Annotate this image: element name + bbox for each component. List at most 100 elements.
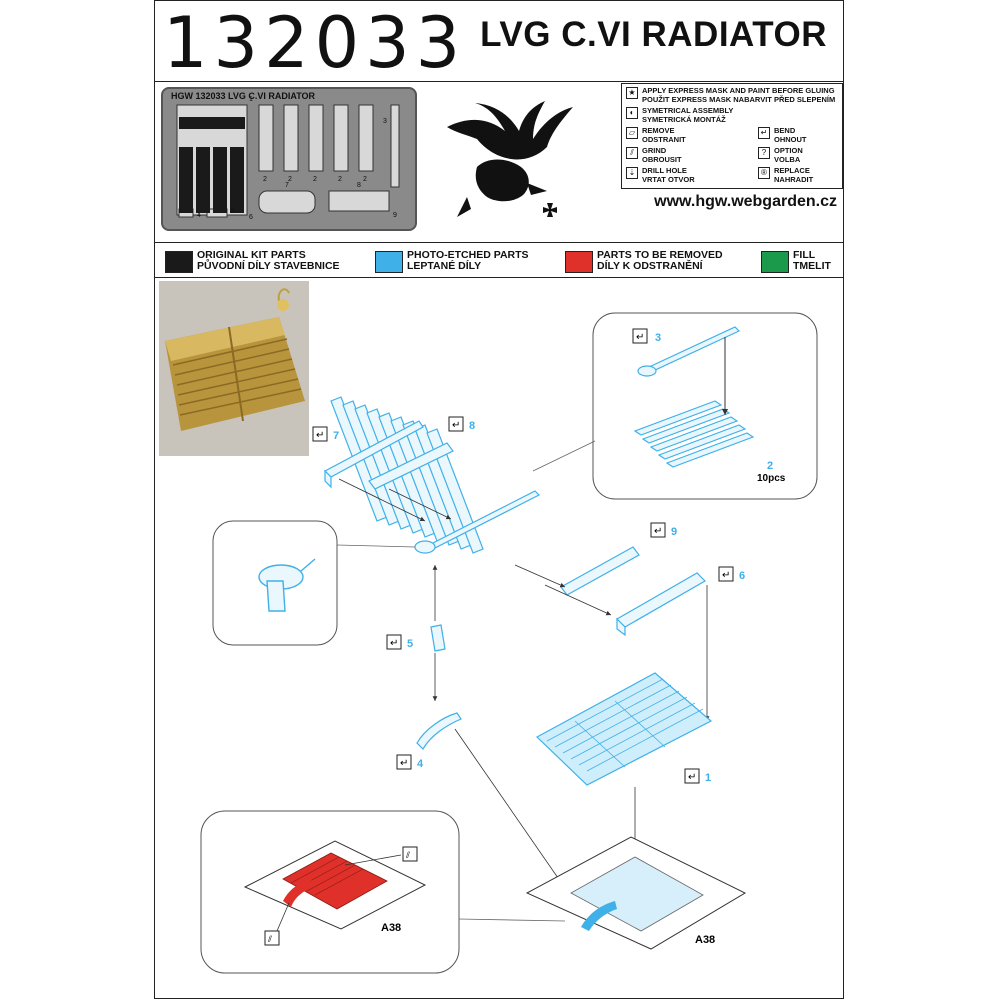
fret-num-4: 4 — [197, 212, 201, 219]
replace-icon: ® — [758, 167, 770, 179]
fret-drawing: 2 2 2 2 2 3 4 5 6 7 8 9 1 — [176, 96, 400, 221]
svg-text:↵: ↵ — [636, 332, 644, 343]
instruction-sheet: 132033 LVG C.VI RADIATOR HGW 132033 LVG … — [154, 0, 844, 999]
svg-text:7: 7 — [333, 430, 339, 442]
svg-text:1: 1 — [705, 772, 711, 784]
grind-icon: ⫽ — [626, 147, 638, 159]
label-a38-left: A38 — [381, 922, 401, 934]
fret-part-2b — [283, 104, 299, 172]
fret-num-5: 5 — [231, 208, 235, 215]
svg-text:3: 3 — [655, 332, 661, 344]
drill-icon: ⇣ — [626, 167, 638, 179]
fret-part-2e — [358, 104, 374, 172]
callout-6: ↵ 6 — [718, 566, 745, 582]
fret-num-8: 8 — [357, 182, 361, 189]
fret-num-6: 6 — [249, 214, 253, 221]
swatch-original — [165, 251, 193, 273]
photo-etch-fret: HGW 132033 LVG C.VI RADIATOR — [161, 87, 417, 231]
fret-num-2b: 2 — [288, 176, 292, 183]
product-code: 132033 — [163, 2, 467, 84]
callout-1: ↵ 1 — [684, 768, 711, 784]
kit-part-a38-right — [525, 836, 747, 950]
star-icon: ★ — [626, 87, 638, 99]
fret-num-3: 3 — [383, 118, 387, 125]
product-title: LVG C.VI RADIATOR — [480, 15, 827, 54]
svg-text:⫽: ⫽ — [405, 850, 410, 860]
symmetry-icon: ◐ — [626, 107, 638, 119]
fret-num-2e: 2 — [363, 176, 367, 183]
fret-part-2a — [258, 104, 274, 172]
grind-callout-bottom: ⫽ — [264, 930, 280, 946]
fret-num-2a: 2 — [263, 176, 267, 183]
fret-num-1: 1 — [249, 96, 253, 103]
kit-part-a38-left — [243, 840, 427, 930]
website-link[interactable]: www.hgw.webgarden.cz — [654, 193, 837, 210]
fret-part-3 — [390, 104, 400, 188]
fins-detail — [633, 400, 755, 468]
grind-callout-top: ⫽ — [402, 846, 418, 862]
svg-text:8: 8 — [469, 420, 475, 432]
svg-text:9: 9 — [671, 526, 677, 538]
label-a38-right: A38 — [695, 934, 715, 946]
svg-text:↵: ↵ — [390, 638, 398, 649]
part-9 — [560, 546, 640, 596]
svg-text:↵: ↵ — [654, 526, 662, 537]
option-icon: ? — [758, 147, 770, 159]
svg-text:4: 4 — [417, 758, 424, 770]
symbol-legend: ★ APPLY EXPRESS MASK AND PAINT BEFORE GL… — [621, 83, 843, 189]
fret-part-2d — [333, 104, 349, 172]
fret-num-2c: 2 — [313, 176, 317, 183]
svg-text:↵: ↵ — [688, 772, 696, 783]
part-8 — [368, 442, 454, 490]
callout-3: ↵ 3 — [632, 328, 661, 344]
legend-mask: APPLY EXPRESS MASK AND PAINT BEFORE GLUI… — [642, 86, 836, 104]
hook-rail-3 — [637, 326, 741, 377]
part-1-radiator — [535, 672, 713, 786]
callout-2: 2 — [767, 460, 773, 472]
fret-label: HGW 132033 LVG C.VI RADIATOR — [171, 91, 316, 101]
svg-text:↵: ↵ — [452, 420, 460, 431]
hook-detail — [258, 558, 316, 612]
swatch-remove — [565, 251, 593, 273]
svg-text:6: 6 — [739, 570, 745, 582]
fret-part-8 — [328, 190, 390, 212]
part-7 — [324, 420, 424, 489]
swatch-pe — [375, 251, 403, 273]
part-4 — [416, 712, 462, 750]
hook-rail-main — [414, 490, 541, 554]
callout-8: ↵ 8 — [448, 416, 475, 432]
fret-num-7: 7 — [285, 182, 289, 189]
callout-9: ↵ 9 — [650, 522, 677, 538]
fret-num-2d: 2 — [338, 176, 342, 183]
eagle-logo — [447, 101, 573, 217]
part-5 — [430, 624, 446, 652]
callout-4: ↵ 4 — [396, 754, 424, 770]
bend-icon: ↵ — [758, 127, 770, 139]
fret-num-9: 9 — [393, 212, 397, 219]
svg-text:↵: ↵ — [316, 430, 324, 441]
callout-5: ↵ 5 — [386, 634, 413, 650]
title-row: 132033 LVG C.VI RADIATOR — [155, 1, 843, 84]
part-6 — [616, 572, 706, 637]
iron-cross-icon — [543, 203, 557, 217]
svg-text:↵: ↵ — [400, 758, 408, 769]
fret-part-7 — [258, 190, 316, 214]
callout-7: ↵ 7 — [312, 426, 339, 442]
remove-icon: ▱ — [626, 127, 638, 139]
fret-part-2c — [308, 104, 324, 172]
finished-radiator-photo — [159, 281, 309, 456]
assembly-diagram: ↵ 3 2 10pcs ↵ 7 — [200, 312, 818, 974]
svg-text:↵: ↵ — [722, 570, 730, 581]
